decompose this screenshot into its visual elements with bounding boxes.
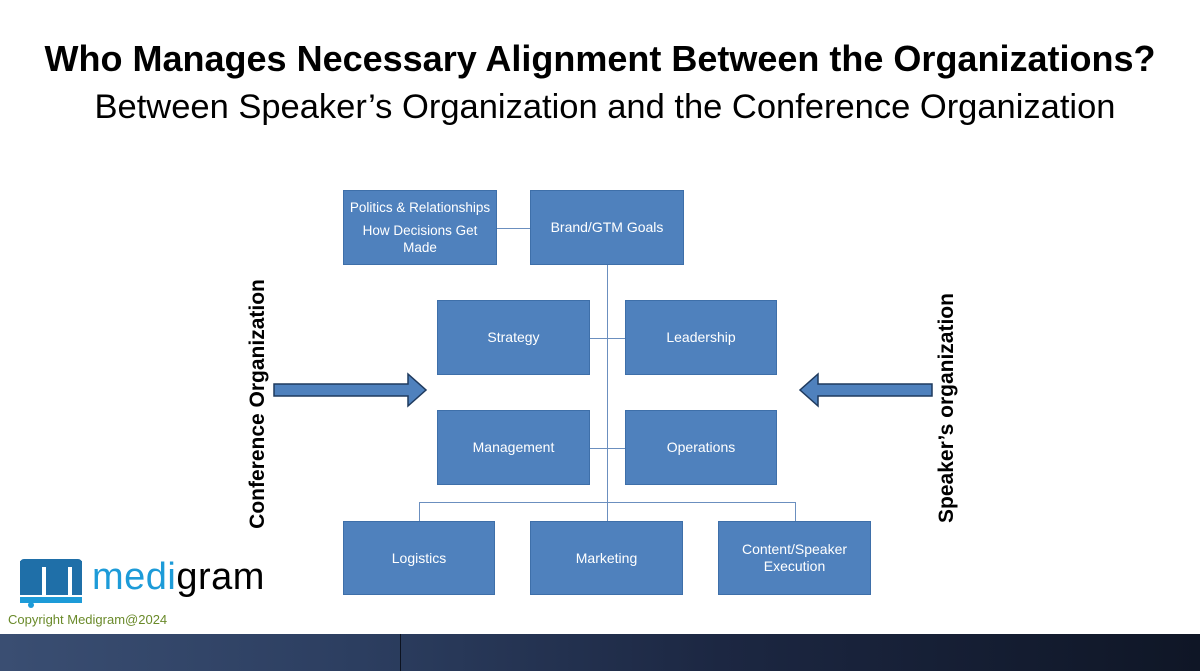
operations-box: Operations bbox=[625, 410, 777, 485]
brand-gtm-goals-label: Brand/GTM Goals bbox=[550, 219, 664, 235]
page-subtitle: Between Speaker’s Organization and the C… bbox=[94, 88, 1116, 126]
connector-strategy-leadership bbox=[590, 338, 625, 339]
connector-trunk bbox=[607, 265, 608, 510]
management-label: Management bbox=[472, 439, 555, 455]
wordmark-medi: medi bbox=[92, 556, 177, 598]
brand-gtm-goals-box: Brand/GTM Goals bbox=[530, 190, 684, 265]
connector-content-drop bbox=[795, 502, 796, 521]
medigram-logo-icon bbox=[20, 559, 82, 608]
footer-band bbox=[0, 634, 1200, 671]
wordmark-gram: gram bbox=[176, 556, 265, 598]
content-speaker-box: Content/Speaker Execution bbox=[718, 521, 871, 595]
marketing-label: Marketing bbox=[575, 549, 638, 566]
medigram-wordmark: medigram bbox=[92, 556, 265, 599]
conference-organization-label: Conference Organization bbox=[246, 279, 269, 529]
right-arrow-icon bbox=[273, 372, 428, 408]
speakers-organization-label: Speaker’s organization bbox=[935, 293, 958, 523]
strategy-box: Strategy bbox=[437, 300, 590, 375]
strategy-label: Strategy bbox=[487, 329, 540, 345]
page-title: Who Manages Necessary Alignment Between … bbox=[44, 38, 1156, 79]
connector-top-link bbox=[497, 228, 530, 229]
politics-relationships-label: Politics & Relationships bbox=[349, 200, 491, 215]
footer-divider bbox=[400, 634, 401, 671]
operations-label: Operations bbox=[666, 439, 736, 455]
marketing-box: Marketing bbox=[530, 521, 683, 595]
copyright-text: Copyright Medigram@2024 bbox=[8, 612, 168, 627]
leadership-box: Leadership bbox=[625, 300, 777, 375]
connector-logistics-drop bbox=[419, 502, 420, 521]
logistics-label: Logistics bbox=[391, 549, 447, 566]
management-box: Management bbox=[437, 410, 590, 485]
how-decisions-label: How Decisions Get Made bbox=[362, 223, 478, 255]
connector-marketing-drop bbox=[607, 502, 608, 521]
leadership-label: Leadership bbox=[666, 329, 736, 345]
politics-relationships-box: Politics & Relationships How Decisions G… bbox=[343, 190, 497, 265]
left-arrow-icon bbox=[798, 372, 933, 408]
connector-management-operations bbox=[590, 448, 625, 449]
logistics-box: Logistics bbox=[343, 521, 495, 595]
content-speaker-label: Content/Speaker Execution bbox=[741, 541, 848, 574]
